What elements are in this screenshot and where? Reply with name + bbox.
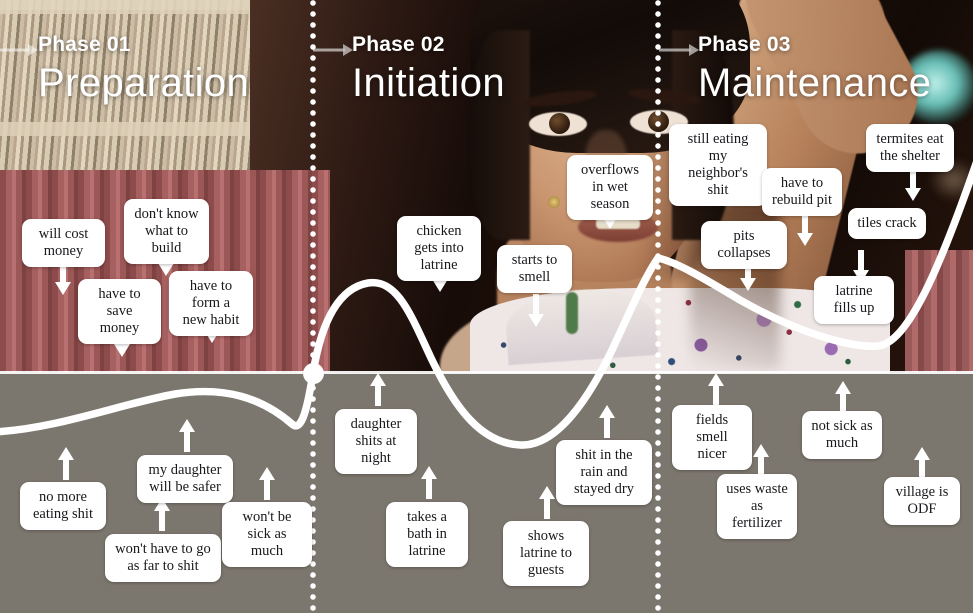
arrow-up-icon xyxy=(421,466,437,499)
arrow-down-icon xyxy=(905,168,921,201)
benefit-label[interactable]: won't be sick as much xyxy=(222,502,312,568)
collar-detail xyxy=(566,292,578,334)
barrier-label[interactable]: pits collapses xyxy=(701,221,787,270)
barrier-label[interactable]: have to save money xyxy=(78,279,161,345)
phase-divider-1 xyxy=(310,0,316,613)
phase-header-01: Phase 01 Preparation xyxy=(38,34,249,104)
benefit-label[interactable]: no more eating shit xyxy=(20,482,106,531)
benefit-label[interactable]: my daughter will be safer xyxy=(137,455,233,504)
phase-header-02: Phase 02 Initiation xyxy=(352,34,505,104)
arrow-up-icon xyxy=(154,498,170,531)
iris-left xyxy=(549,113,570,134)
benefit-label[interactable]: shows latrine to guests xyxy=(503,521,589,587)
barrier-label[interactable]: will cost money xyxy=(22,219,105,268)
barrier-label[interactable]: tiles crack xyxy=(848,208,926,240)
arrow-right-icon xyxy=(0,44,38,56)
barrier-label[interactable]: latrine fills up xyxy=(814,276,894,325)
arrow-up-icon xyxy=(539,486,555,519)
phase-transition-node xyxy=(303,363,324,384)
barrier-label[interactable]: termites eat the shelter xyxy=(866,124,954,173)
barrier-label[interactable]: have to form a new habit xyxy=(169,271,253,337)
phase-kicker: Phase 01 xyxy=(38,33,131,56)
phase-title: Maintenance xyxy=(698,61,932,105)
benefit-label[interactable]: village is ODF xyxy=(884,477,960,526)
barrier-label[interactable]: chicken gets into latrine xyxy=(397,216,481,282)
benefit-label[interactable]: daughter shits at night xyxy=(335,409,417,475)
barrier-label[interactable]: still eating my neighbor's shit xyxy=(669,124,767,207)
benefit-label[interactable]: uses waste as fertilizer xyxy=(717,474,797,540)
barrier-label[interactable]: don't know what to build xyxy=(124,199,209,265)
red-corrugated-wall-right xyxy=(905,250,973,373)
benefit-label[interactable]: fields smell nicer xyxy=(672,405,752,471)
arrow-up-icon xyxy=(179,419,195,452)
barrier-label[interactable]: starts to smell xyxy=(497,245,572,294)
arrow-up-icon xyxy=(58,447,74,480)
phase-header-03: Phase 03 Maintenance xyxy=(698,34,931,104)
arrow-right-icon xyxy=(313,44,353,56)
phase-divider-2 xyxy=(655,0,661,613)
arrow-up-icon xyxy=(708,373,724,406)
arrow-down-icon xyxy=(55,262,71,295)
benefit-label[interactable]: takes a bath in latrine xyxy=(386,502,468,568)
phase-title: Initiation xyxy=(352,61,505,105)
arrow-right-icon xyxy=(659,44,699,56)
phase-title: Preparation xyxy=(38,61,250,105)
benefit-label[interactable]: not sick as much xyxy=(802,411,882,460)
phase-kicker: Phase 03 xyxy=(698,33,791,56)
arrow-up-icon xyxy=(835,381,851,414)
barrier-label[interactable]: overflows in wet season xyxy=(567,155,653,221)
arrow-up-icon xyxy=(753,444,769,477)
phase-kicker: Phase 02 xyxy=(352,33,445,56)
barrier-label[interactable]: have to rebuild pit xyxy=(762,168,842,217)
earring xyxy=(548,196,560,208)
arrow-down-icon xyxy=(528,294,544,327)
benefit-label[interactable]: won't have to go as far to shit xyxy=(105,534,221,583)
arrow-up-icon xyxy=(914,447,930,480)
arrow-up-icon xyxy=(259,467,275,500)
arrow-down-icon xyxy=(797,213,813,246)
panel-divider-line xyxy=(0,371,973,374)
arrow-up-icon xyxy=(370,373,386,406)
benefit-label[interactable]: shit in the rain and stayed dry xyxy=(556,440,652,506)
arrow-up-icon xyxy=(599,405,615,438)
